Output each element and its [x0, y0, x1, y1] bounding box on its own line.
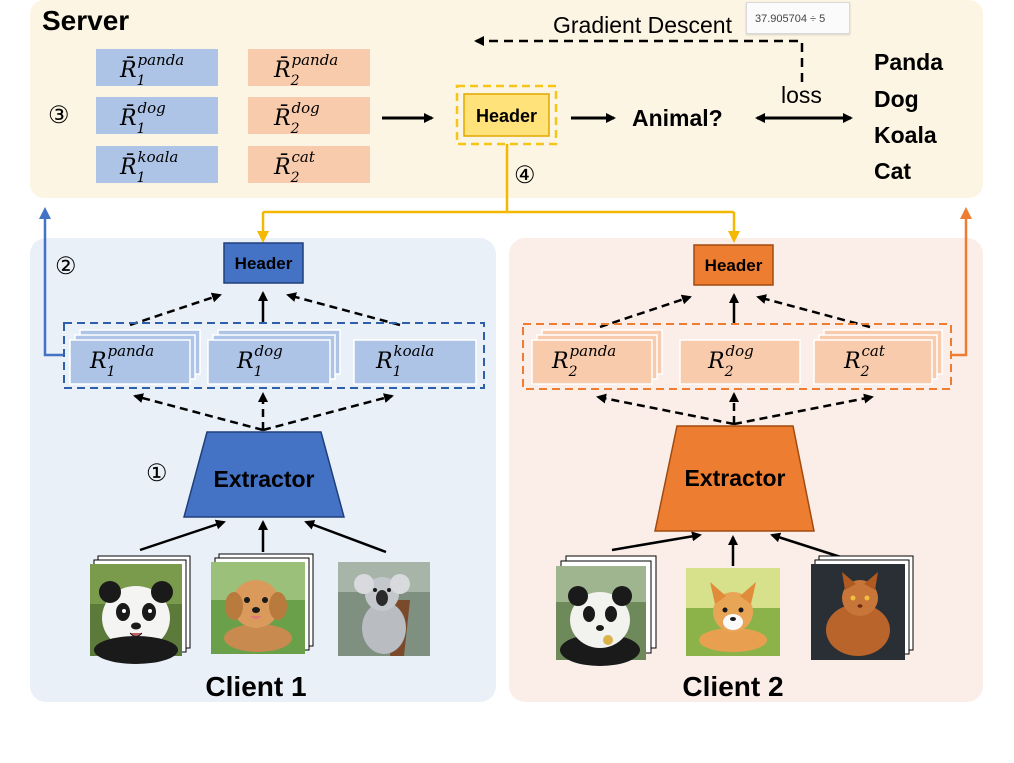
client2-rep-label: R2cat: [843, 342, 886, 380]
client1-image-panda: [90, 555, 191, 664]
value-tooltip: 37.905704 ÷ 5: [746, 2, 850, 34]
client1-image-koala: [338, 562, 430, 656]
client1-upload-arrow: [39, 207, 64, 357]
client1-title: Client 1: [205, 671, 306, 702]
client1-rep-label: R1panda: [89, 342, 154, 380]
gradient-descent-label: Gradient Descent: [553, 12, 733, 38]
server-rep-label: R̄2cat: [273, 148, 316, 186]
arrow: [733, 393, 874, 426]
client1-rep-stack-koala: R1koala: [353, 339, 477, 385]
animal-question: Animal?: [632, 105, 723, 131]
client1-extractor[interactable]: [183, 431, 345, 518]
server-rep-box: [96, 97, 218, 134]
server-rep-box: [96, 49, 218, 86]
client2-header-label: Header: [705, 256, 763, 275]
class-label: Koala: [874, 122, 937, 148]
client2-image-cat: [811, 555, 914, 660]
server-rep-label: R̄2dog: [273, 99, 320, 137]
client2-rep-label: R2panda: [551, 342, 616, 380]
step-1-marker: ①: [146, 460, 168, 487]
server-client1-reps: R̄1panda R̄1dog R̄1koala: [96, 49, 218, 186]
arrow: [133, 393, 264, 432]
client2-rep-stack-cat: R2cat: [813, 329, 943, 385]
arrow: [596, 393, 735, 426]
client2-rep-stack-panda: R2panda: [531, 329, 663, 385]
step-4-marker: ④: [514, 162, 536, 189]
client2-rep-label: R2dog: [707, 342, 754, 380]
server-client2-reps: R̄2panda R̄2dog R̄2cat: [248, 49, 370, 186]
step-3-marker: ③: [48, 102, 70, 129]
client1-header-box[interactable]: [223, 242, 304, 284]
client1-rep-stack-panda: R1panda: [69, 329, 201, 385]
server-rep-box: [248, 97, 370, 134]
client1-image-dog: [211, 553, 314, 654]
client1-extractor-label: Extractor: [214, 466, 315, 492]
server-rep-label: R̄1panda: [119, 51, 184, 89]
class-label: Panda: [874, 49, 943, 75]
step-2-marker: ②: [55, 253, 77, 280]
server-rep-box: [248, 146, 370, 183]
client1-rep-stack-dog: R1dog: [207, 329, 341, 385]
arrow: [129, 292, 222, 327]
client2-extractor-label: Extractor: [685, 465, 786, 491]
arrow: [304, 520, 387, 554]
client2-header-box[interactable]: [693, 244, 774, 286]
arrow: [286, 292, 401, 327]
server-rep-label: R̄2panda: [273, 51, 338, 89]
server-header-label: Header: [476, 106, 537, 126]
client2-extractor[interactable]: [654, 425, 815, 532]
client1-rep-label: R1koala: [375, 342, 434, 380]
arrow: [756, 294, 871, 329]
server-rep-box: [96, 146, 218, 183]
server-rep-label: R̄1koala: [119, 148, 178, 186]
server-header-box[interactable]: [463, 93, 550, 137]
client2-image-panda: [556, 555, 657, 666]
client1-reps-container: [63, 322, 485, 389]
server-title: Server: [42, 5, 129, 36]
loss-label: loss: [781, 82, 822, 108]
arrow: [139, 519, 226, 552]
client1-rep-label: R1dog: [236, 342, 283, 380]
arrow: [599, 294, 692, 329]
arrow: [611, 531, 702, 552]
client2-image-corgi: [686, 568, 780, 656]
client2-rep-stack-dog: R2dog: [679, 339, 801, 385]
client2-title: Client 2: [682, 671, 783, 702]
server-rep-box: [248, 49, 370, 86]
client2-reps-container: [522, 323, 952, 390]
arrow: [262, 393, 394, 432]
class-label: Dog: [874, 86, 919, 112]
client2-upload-arrow: [951, 207, 972, 357]
gradient-descent-arrow: [474, 36, 804, 82]
class-label: Cat: [874, 158, 911, 184]
server-rep-label: R̄1dog: [119, 99, 166, 137]
client1-header-label: Header: [235, 254, 293, 273]
